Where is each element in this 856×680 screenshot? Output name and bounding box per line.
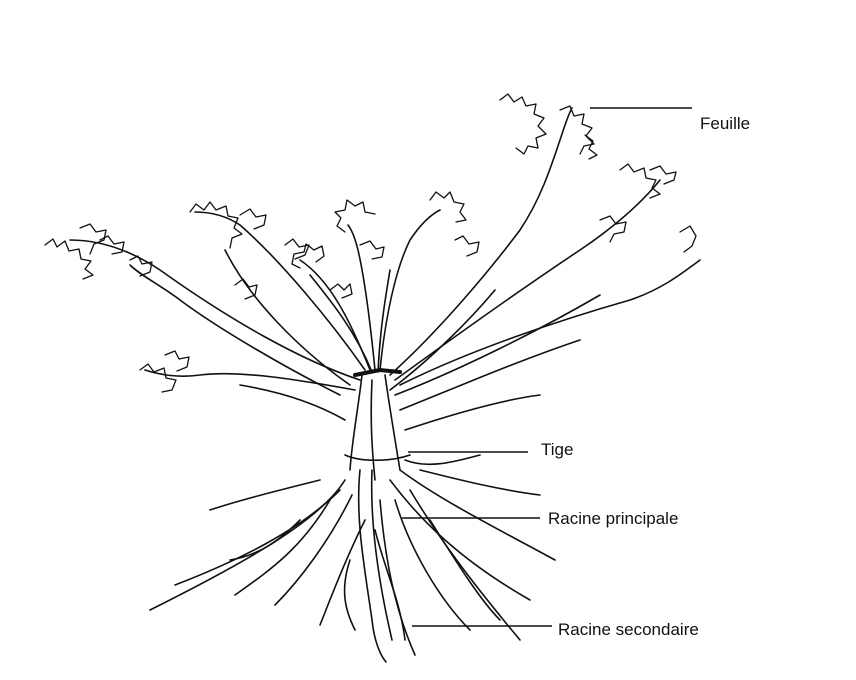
label-racine-secondaire: Racine secondaire — [558, 620, 699, 640]
label-feuille: Feuille — [700, 114, 750, 134]
right-branches — [390, 108, 700, 430]
callout-lines — [402, 108, 692, 626]
stem — [345, 370, 410, 480]
leaf-clusters — [45, 94, 696, 392]
label-tige: Tige — [541, 440, 573, 460]
roots — [150, 455, 555, 662]
label-racine-principale: Racine principale — [548, 509, 678, 529]
